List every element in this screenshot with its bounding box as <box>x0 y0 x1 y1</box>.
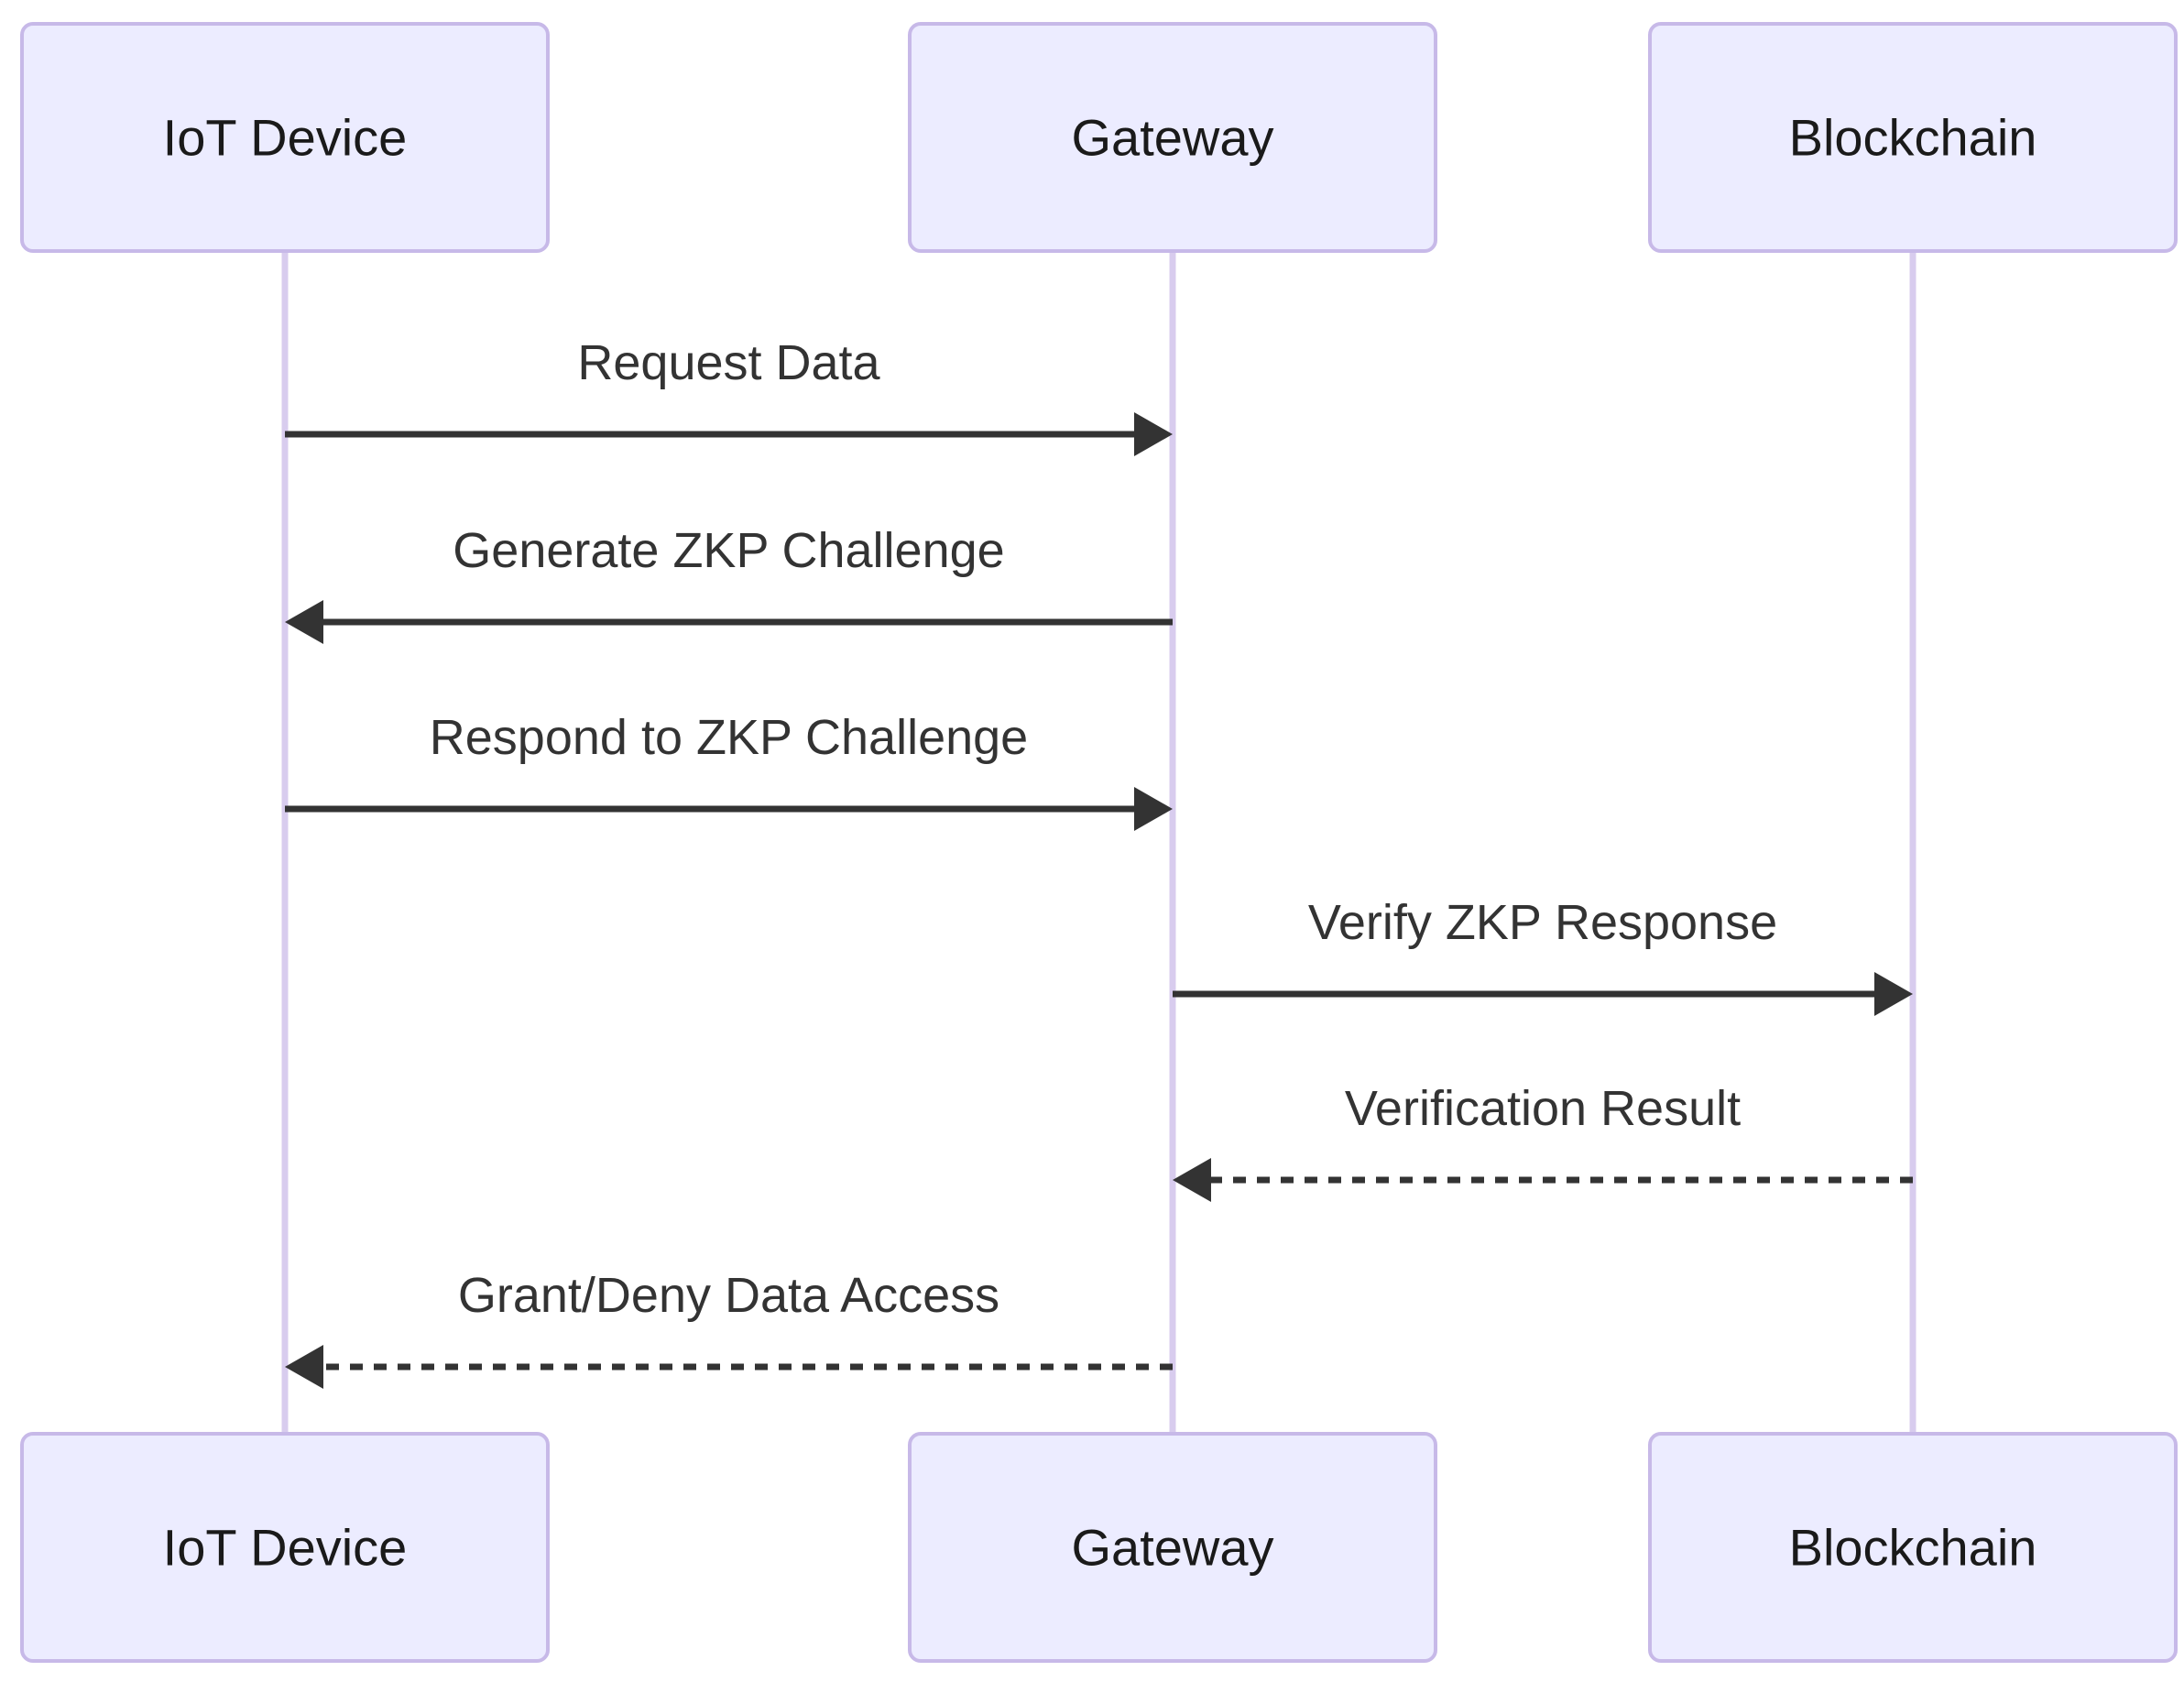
lifelines-layer <box>281 251 1916 1434</box>
message-label-1: Generate ZKP Challenge <box>453 523 1004 578</box>
actor-box-top-blockchain <box>1648 22 2178 253</box>
actor-label-bottom-blockchain: Blockchain <box>1789 1519 2037 1577</box>
actor-box-bottom-blockchain <box>1648 1432 2178 1663</box>
message-arrowhead-3 <box>1874 972 1913 1016</box>
message-label-0: Request Data <box>577 335 880 390</box>
actor-label-top-blockchain: Blockchain <box>1789 109 2037 167</box>
message-arrowhead-0 <box>1134 412 1173 456</box>
actor-box-top-iot <box>20 22 550 253</box>
message-label-3: Verify ZKP Response <box>1308 895 1777 950</box>
actor-box-top-gateway <box>908 22 1437 253</box>
message-label-4: Verification Result <box>1345 1081 1741 1136</box>
message-arrowhead-2 <box>1134 787 1173 831</box>
message-arrowhead-1 <box>285 600 323 644</box>
actor-label-top-iot: IoT Device <box>163 109 408 167</box>
message-arrowhead-4 <box>1173 1158 1211 1202</box>
actor-label-bottom-gateway: Gateway <box>1072 1519 1274 1577</box>
actor-label-bottom-iot: IoT Device <box>163 1519 408 1577</box>
actor-box-bottom-gateway <box>908 1432 1437 1663</box>
message-3: Verify ZKP Response <box>1173 895 1913 1016</box>
message-arrowhead-5 <box>285 1345 323 1389</box>
actor-box-bottom-iot <box>20 1432 550 1663</box>
message-label-2: Respond to ZKP Challenge <box>430 710 1028 765</box>
message-2: Respond to ZKP Challenge <box>285 710 1173 831</box>
message-5: Grant/Deny Data Access <box>285 1268 1173 1389</box>
message-0: Request Data <box>285 335 1173 456</box>
message-4: Verification Result <box>1173 1081 1913 1202</box>
message-label-5: Grant/Deny Data Access <box>458 1268 999 1323</box>
actor-label-top-gateway: Gateway <box>1072 109 1274 167</box>
message-1: Generate ZKP Challenge <box>285 523 1173 644</box>
